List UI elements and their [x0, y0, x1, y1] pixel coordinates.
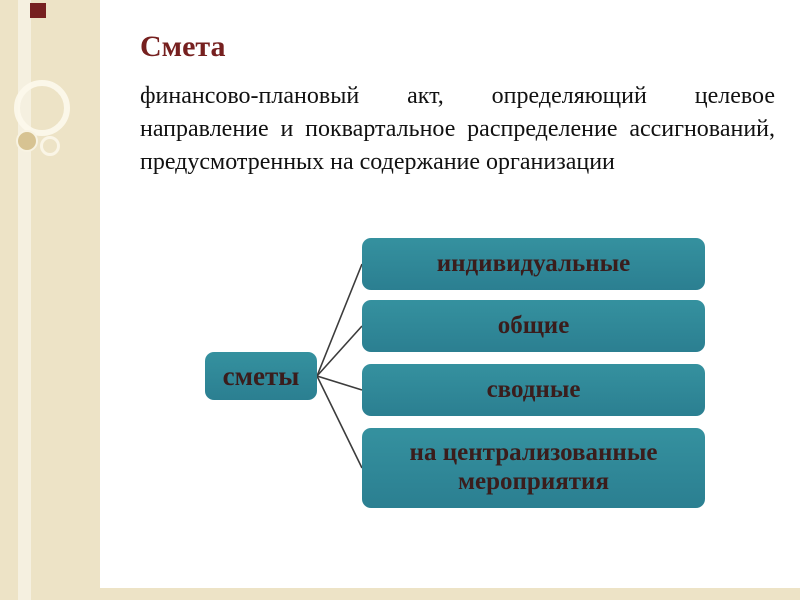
diagram-branch-label: на централизованные мероприятия [409, 439, 658, 495]
diagram-branch-node: на централизованные мероприятия [362, 428, 705, 508]
slide-body-text: финансово-плановый акт, определяющий цел… [140, 83, 775, 176]
decorative-circle-filled [16, 130, 38, 152]
diagram-branch-label: индивидуальные [436, 250, 631, 277]
slide-title: Смета [140, 30, 226, 63]
decorative-ring-small [40, 136, 60, 156]
diagram-root-label: сметы [222, 360, 300, 391]
accent-square [30, 3, 46, 18]
slide-content-area: Смета финансово-плановый акт, определяющ… [100, 0, 800, 588]
diagram-branch-label: сводные [486, 376, 581, 403]
decorative-ring-large [14, 80, 70, 136]
diagram-branch-node: сводные [362, 364, 705, 416]
diagram-root-node: сметы [205, 352, 317, 400]
decorative-sidebar [0, 0, 100, 600]
diagram-branch-label: общие [497, 312, 570, 339]
diagram-branch-node: индивидуальные [362, 238, 705, 290]
diagram-branch-node: общие [362, 300, 705, 352]
